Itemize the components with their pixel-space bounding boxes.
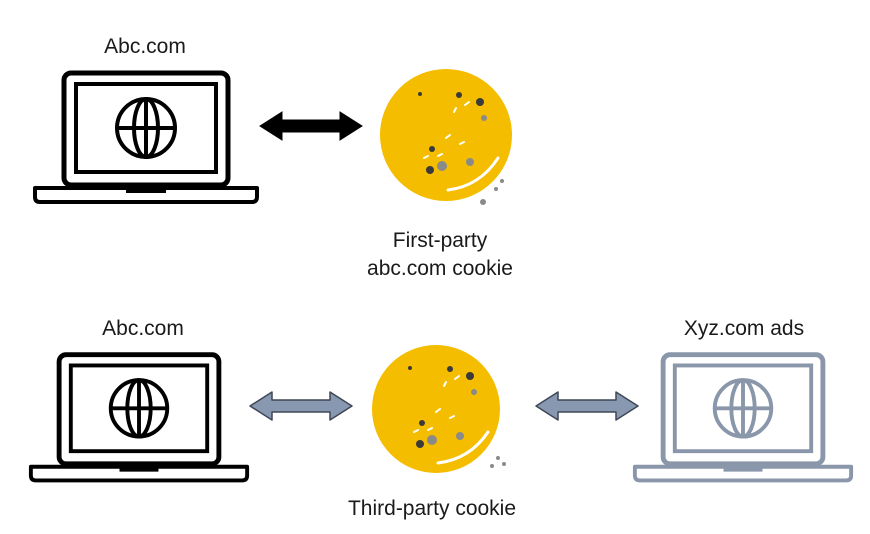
top-double-arrow-icon	[259, 111, 363, 141]
ads-laptop-globe-icon	[632, 352, 854, 483]
top-cookie-caption-line2: abc.com cookie	[367, 257, 513, 280]
bottom-site-label: Abc.com	[102, 317, 184, 340]
third-party-cookie-caption: Third-party cookie	[347, 497, 517, 520]
top-cookie-caption-line1: First-party	[392, 229, 488, 252]
bottom-cookie-icon	[372, 345, 506, 473]
ads-label: Xyz.com ads	[683, 317, 805, 340]
top-cookie-icon	[380, 69, 512, 205]
bottom-laptop-globe-icon	[28, 352, 250, 483]
top-site-label: Abc.com	[104, 35, 186, 58]
bottom-left-double-arrow-icon	[249, 391, 353, 421]
top-laptop-globe-icon	[33, 70, 259, 204]
bottom-right-double-arrow-icon	[535, 391, 639, 421]
